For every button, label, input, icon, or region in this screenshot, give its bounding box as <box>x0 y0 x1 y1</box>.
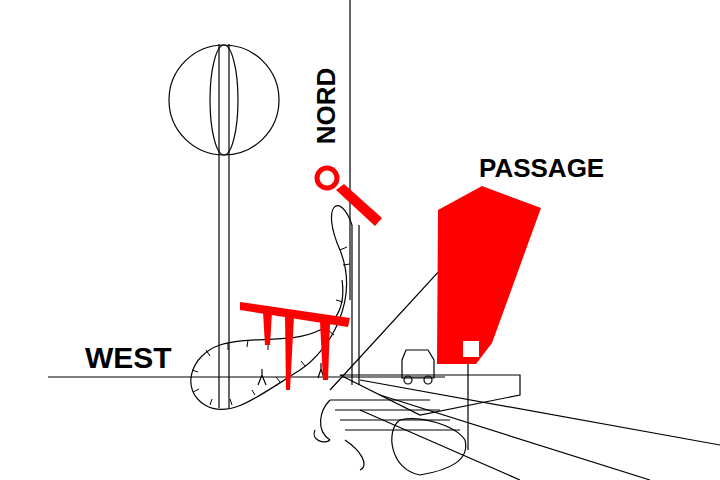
place-label: NORD <box>313 68 339 145</box>
place-label: PASSAGE <box>479 155 604 181</box>
place-label: WEST <box>85 343 172 373</box>
